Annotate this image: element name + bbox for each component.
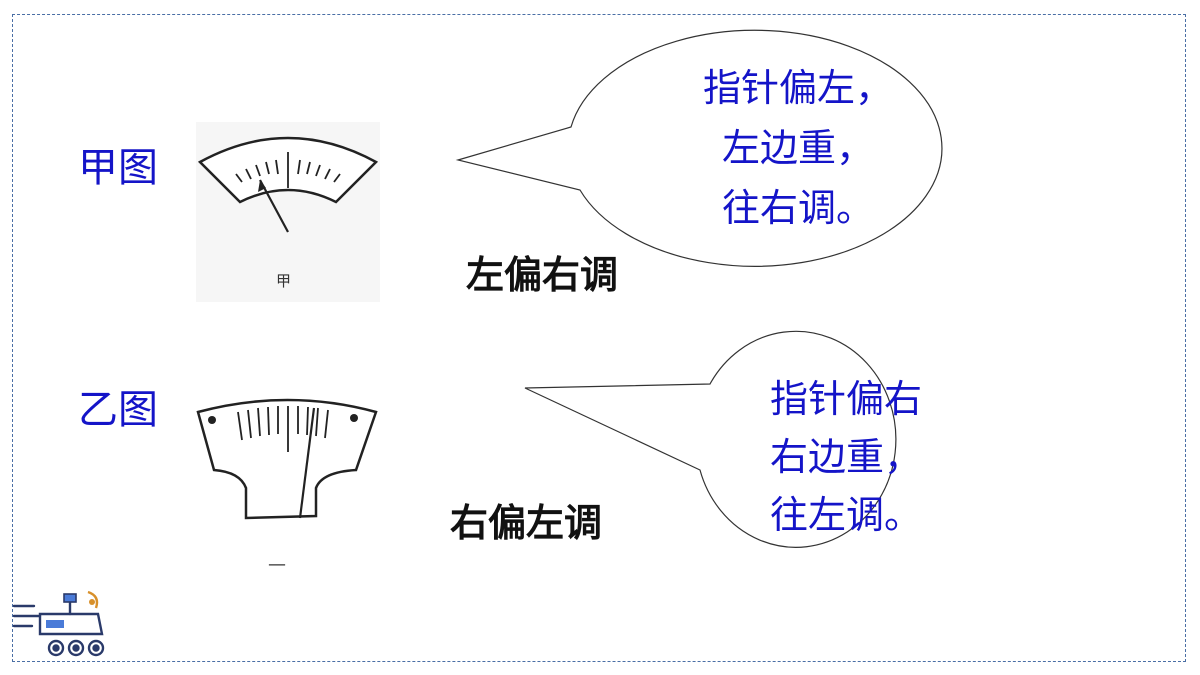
jia-bubble-line-2: 左边重， [721,126,874,170]
jia-title: 甲图 [78,145,158,191]
jia-scale-drawing [197,136,379,233]
jia-bubble-line-1: 指针偏左， [702,66,893,110]
yi-result: 右偏左调 [450,501,603,545]
yi-needle [298,407,316,519]
yi-ticks [237,406,329,452]
yi-bubble-line-2: 右边重， [770,435,923,479]
yi-bubble-text: 指针偏右 右边重， 往左调。 [770,370,990,544]
jia-result: 左偏右调 [466,253,619,297]
yi-bubble-line-3: 往左调。 [770,493,923,537]
jia-scale-figure: 甲 [196,122,380,302]
yi-caption: — [268,554,286,575]
jia-caption: 甲 [276,272,292,290]
yi-dial [196,398,378,520]
jia-bubble-line-3: 往右调。 [721,186,874,230]
jia-ticks [235,152,341,188]
yi-scale-figure: — [196,392,380,592]
yi-scale-drawing [196,398,378,520]
rover-icon [12,590,105,657]
slide-frame [12,14,1186,662]
yi-title: 乙图 [78,387,158,433]
jia-bubble-text: 指针偏左， 左边重， 往右调。 [668,58,928,238]
jia-needle-head [258,180,266,192]
yi-bubble-line-1: 指针偏右 [770,377,923,421]
